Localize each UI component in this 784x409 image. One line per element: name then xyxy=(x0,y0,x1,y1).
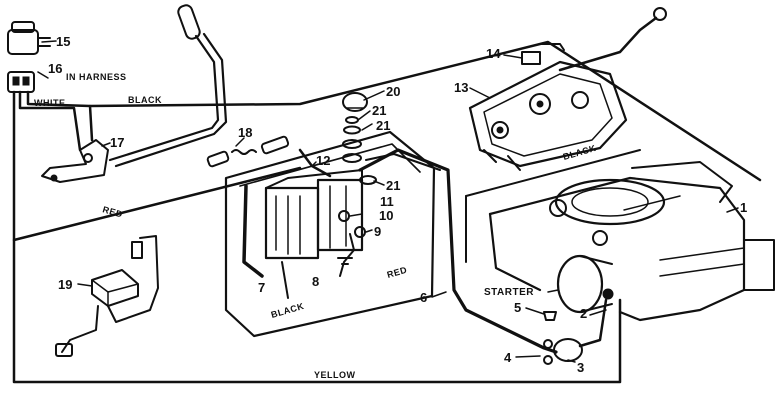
starter-solenoid-3 xyxy=(543,298,608,365)
control-lever xyxy=(108,4,228,168)
callout-15: 15 xyxy=(56,34,70,49)
harness-connector xyxy=(7,71,35,93)
callout-16: 16 xyxy=(48,61,62,76)
callout-20: 20 xyxy=(386,84,400,99)
callout-12: 12 xyxy=(316,153,330,168)
callout-4: 4 xyxy=(504,350,512,365)
battery-enclosure xyxy=(224,130,436,338)
callout-5: 5 xyxy=(514,300,521,315)
callout-18: 18 xyxy=(238,125,252,140)
callout-21-top: 21 xyxy=(372,103,386,118)
callout-14: 14 xyxy=(486,46,501,61)
fuse-holder-18 xyxy=(206,135,290,168)
wire-group-engine xyxy=(465,149,681,263)
callout-21-mid: 21 xyxy=(376,118,390,133)
callout-1: 1 xyxy=(740,200,747,215)
in-harness-label: IN HARNESS xyxy=(66,72,127,82)
hardware-stack-20-21 xyxy=(337,92,377,265)
battery-charger xyxy=(55,235,159,357)
left-wiring xyxy=(12,40,762,384)
wire-label-red-battery: RED xyxy=(386,265,408,280)
callout-19: 19 xyxy=(58,277,72,292)
callout-2: 2 xyxy=(580,306,587,321)
callout-21-low: 21 xyxy=(386,178,400,193)
deck-lever xyxy=(558,7,667,72)
callout-6: 6 xyxy=(420,290,427,305)
wire-label-black-battery: BLACK xyxy=(270,301,305,320)
callout-3: 3 xyxy=(577,360,584,375)
callout-numbers: 15 16 17 18 19 20 21 21 21 12 11 10 9 8 … xyxy=(48,34,747,375)
callout-10: 10 xyxy=(379,208,393,223)
bracket-17 xyxy=(41,139,109,183)
ignition-switch xyxy=(7,21,51,55)
engine-1 xyxy=(488,161,775,322)
callout-9: 9 xyxy=(374,224,381,239)
bolt-5 xyxy=(543,311,557,321)
wire-label-yellow: YELLOW xyxy=(314,370,356,380)
callout-11: 11 xyxy=(380,194,394,209)
starter-label: STARTER xyxy=(484,287,534,298)
callout-13: 13 xyxy=(454,80,468,95)
callout-7: 7 xyxy=(258,280,265,295)
callout-17: 17 xyxy=(110,135,124,150)
wire-label-white: WHITE xyxy=(34,98,66,108)
callout-8: 8 xyxy=(312,274,319,289)
starter xyxy=(556,254,614,314)
leader-lines xyxy=(37,40,739,363)
mower-deck-13 xyxy=(468,60,628,171)
wire-label-black-top: BLACK xyxy=(128,95,162,105)
battery-strap-7 xyxy=(242,184,289,299)
